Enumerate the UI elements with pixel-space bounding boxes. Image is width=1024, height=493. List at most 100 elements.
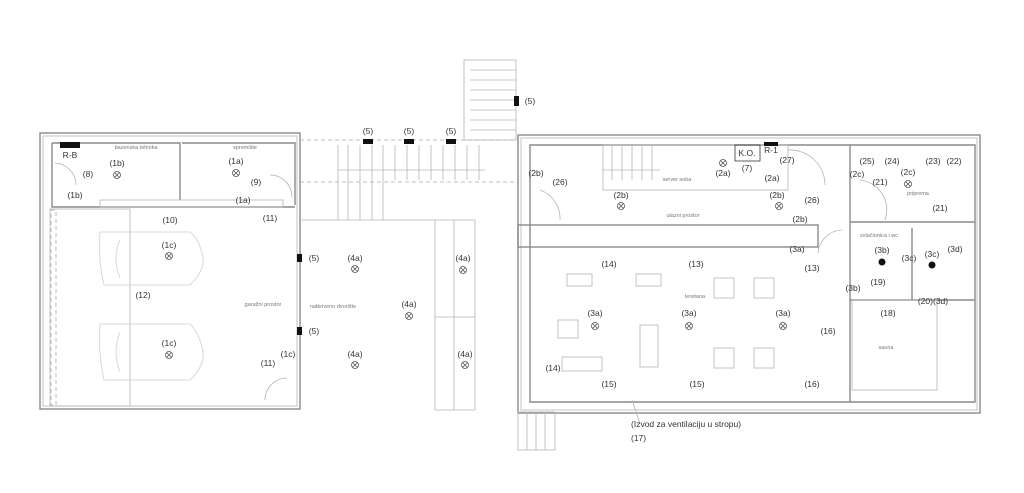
symbol-label: (4a)	[347, 349, 362, 359]
bathroom-light-icon	[878, 258, 886, 266]
symbol-label: (3c)	[902, 253, 917, 263]
symbol-label: (3a)	[681, 308, 696, 318]
panel-r1-icon	[764, 142, 778, 146]
light-fixture-icon	[113, 171, 121, 179]
symbol-label: (3a)	[587, 308, 602, 318]
symbol-label: (3b)	[874, 245, 889, 255]
symbol-label: (2b)	[528, 168, 543, 178]
light-fixture-icon	[165, 351, 173, 359]
symbol-label: (5)	[525, 96, 536, 106]
light-fixture-icon	[904, 180, 912, 188]
symbol-label: (26)	[804, 195, 819, 205]
light-fixture-icon	[685, 322, 693, 330]
light-fixture-icon	[459, 266, 467, 274]
symbol-label: (13)	[688, 259, 703, 269]
symbol-label: (5)	[446, 126, 457, 136]
symbol-label: (20)(3d)	[918, 296, 948, 306]
symbol-label: (4a)	[457, 349, 472, 359]
light-fixture-icon	[232, 169, 240, 177]
symbol-label: (5)	[309, 253, 320, 263]
light-fixture-icon	[617, 202, 625, 210]
symbol-label: (11)	[263, 213, 278, 223]
light-fixture-icon	[461, 361, 469, 369]
symbol-label: (14)	[601, 259, 616, 269]
light-fixture-icon	[719, 159, 727, 167]
light-fixture-icon	[779, 322, 787, 330]
symbol-label: (3a)	[789, 244, 804, 254]
panel-rb-icon	[60, 142, 80, 148]
symbol-label: (4a)	[347, 253, 362, 263]
light-fixture-icon	[405, 312, 413, 320]
symbol-label: (3a)	[775, 308, 790, 318]
symbol-labels: (1b)(8)(1b)(1a)(9)(1a)(10)(11)(1c)(12)(1…	[67, 96, 962, 389]
symbol-label: (5)	[404, 126, 415, 136]
symbol-label: (3d)	[947, 244, 962, 254]
symbol-label: (7)	[742, 163, 753, 173]
room-server: server soba	[663, 177, 693, 183]
symbol-label: (10)	[162, 215, 177, 225]
symbol-label: (21)	[932, 203, 947, 213]
symbol-label: (4a)	[401, 299, 416, 309]
symbol-label: (15)	[601, 379, 616, 389]
symbol-label: (1c)	[162, 240, 177, 250]
room-sauna: sauna	[879, 345, 895, 351]
symbol-label: (2b)	[613, 190, 628, 200]
symbol-label: (2c)	[901, 167, 916, 177]
symbol-label: (5)	[309, 326, 320, 336]
ventilation-note: (Izvod za ventilaciju u stropu)	[631, 419, 741, 429]
wall-light-icons	[297, 96, 519, 335]
ko-label: K.O.	[738, 148, 755, 158]
symbol-label: (25)	[859, 156, 874, 166]
symbol-label: (23)	[925, 156, 940, 166]
symbol-label: (8)	[83, 169, 94, 179]
symbol-label: (2b)	[769, 190, 784, 200]
gym-equipment	[557, 273, 775, 372]
bathroom-light-icon	[928, 261, 936, 269]
leader-line	[631, 399, 641, 425]
symbol-label: (15)	[689, 379, 704, 389]
room-prep: priprema	[907, 191, 930, 197]
symbol-label: (14)	[545, 363, 560, 373]
light-fixture-icon	[591, 322, 599, 330]
symbol-label: (26)	[552, 177, 567, 187]
symbol-label: (22)	[946, 156, 961, 166]
symbol-label: (2c)	[850, 169, 865, 179]
symbol-label: (5)	[363, 126, 374, 136]
room-garage: garažni prostor	[245, 302, 282, 308]
symbol-label: (16)	[820, 326, 835, 336]
room-entrance: ulazni prostor	[666, 213, 699, 219]
light-fixture-icon	[165, 252, 173, 260]
symbol-label: (13)	[804, 263, 819, 273]
symbol-label: (2a)	[764, 173, 779, 183]
ventilation-ref: (17)	[631, 433, 646, 443]
symbol-label: (1b)	[67, 190, 82, 200]
symbol-label: (16)	[804, 379, 819, 389]
ko-box	[734, 144, 761, 162]
symbol-label: (4a)	[455, 253, 470, 263]
panel-rb-label: R-B	[63, 150, 78, 160]
symbol-label: (24)	[884, 156, 899, 166]
symbol-label: (2a)	[715, 168, 730, 178]
symbol-label: (1c)	[162, 338, 177, 348]
room-changing: svlačionica i wc	[860, 233, 898, 239]
symbol-label: (1a)	[235, 195, 250, 205]
light-fixture-icon	[351, 265, 359, 273]
room-gym: teretana	[685, 294, 706, 300]
symbol-label: (12)	[135, 290, 150, 300]
symbol-label: (1a)	[228, 156, 243, 166]
ceiling-light-icons	[113, 159, 936, 369]
light-fixture-icon	[775, 202, 783, 210]
room-pool-tech: bazenska tehnika	[115, 145, 159, 151]
symbol-label: (11)	[261, 358, 276, 368]
room-storage: spremište	[233, 145, 257, 151]
symbol-label: (2b)	[792, 214, 807, 224]
symbol-label: (1b)	[109, 158, 124, 168]
panel-r1-label: R-1	[764, 145, 778, 155]
symbol-label: (21)	[872, 177, 887, 187]
symbol-label: (18)	[880, 308, 895, 318]
symbol-label: (1c)	[281, 349, 296, 359]
symbol-label: (3c)	[925, 249, 940, 259]
symbol-label: (19)	[870, 277, 885, 287]
light-fixture-icon	[351, 361, 359, 369]
